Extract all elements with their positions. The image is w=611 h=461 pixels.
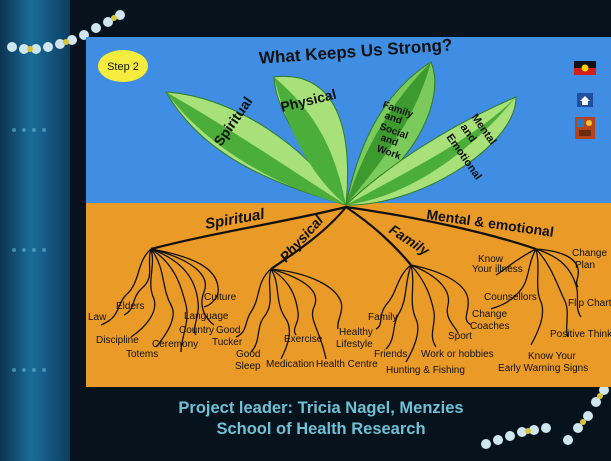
branch-label-physical: Physical [276,211,327,265]
footer-line-1: Project leader: Tricia Nagel, Menzies [178,399,464,417]
root-label-culture: Culture [204,292,237,303]
root-label-positive-thinking: Positive Thinking [550,329,611,340]
root-label-know-your: Know Your [528,351,576,362]
root-label-family: Family [368,312,397,323]
earth-area [86,203,611,387]
root-label-sport: Sport [448,331,472,342]
step-label: Step 2 [107,61,139,73]
root-label-change-plan-2: Plan [575,260,595,271]
diagram-title: What Keeps Us Strong? [258,37,452,68]
strength-tree-diagram: Step 2 What Keeps Us Strong? [88,37,611,376]
root-label-ceremony: Ceremony [152,339,198,350]
house-icon [577,93,593,107]
root-label-counsellors: Counsellors [484,292,537,303]
root-label-law: Law [88,312,107,323]
root-label-medication: Medication [266,359,314,370]
tree-roots [100,248,582,363]
root-label-lifestyle: Lifestyle [336,339,373,350]
aboriginal-flag-icon [574,61,596,75]
root-label-totems: Totems [126,349,158,360]
diagram-slide: Step 2 What Keeps Us Strong? [86,37,611,387]
root-label-good-2: Good [236,349,260,360]
root-label-work-hobbies: Work or hobbies [421,349,494,360]
root-label-discipline: Discipline [96,335,139,346]
root-label-coaches: Coaches [470,321,509,332]
footer-line-2: School of Health Research [216,420,426,438]
root-label-exercise: Exercise [284,334,323,345]
root-label-flip-charts: Flip Charts [568,298,611,309]
step-badge [98,50,148,82]
root-label-your-illness: Your illness [472,264,523,275]
left-decorative-band [0,0,70,461]
branch-label-spiritual: Spiritual [204,206,267,233]
root-label-healthy: Healthy [339,327,373,338]
footer-credit: Project leader: Tricia Nagel, Menzies Sc… [86,398,556,440]
root-label-early-warning-signs: Early Warning Signs [498,363,588,374]
sky-area [86,37,611,203]
root-label-change-plan-1: Change [572,248,607,259]
root-label-good-1: Good [216,325,240,336]
root-label-know: Know [478,254,504,265]
root-label-friends: Friends [374,349,407,360]
root-label-change: Change [472,309,507,320]
tree-branches [150,205,537,270]
branch-label-family: Family [386,221,433,259]
root-label-hunting-fishing: Hunting & Fishing [386,365,465,376]
art-icon [575,117,595,139]
root-label-health-centre: Health Centre [316,359,378,370]
root-label-sleep: Sleep [235,361,261,372]
root-label-tucker: Tucker [212,337,243,348]
root-label-elders: Elders [116,301,144,312]
leaf-mental-emotional [344,96,517,206]
root-label-language: Language [184,311,229,322]
root-label-country: Country [179,325,214,336]
